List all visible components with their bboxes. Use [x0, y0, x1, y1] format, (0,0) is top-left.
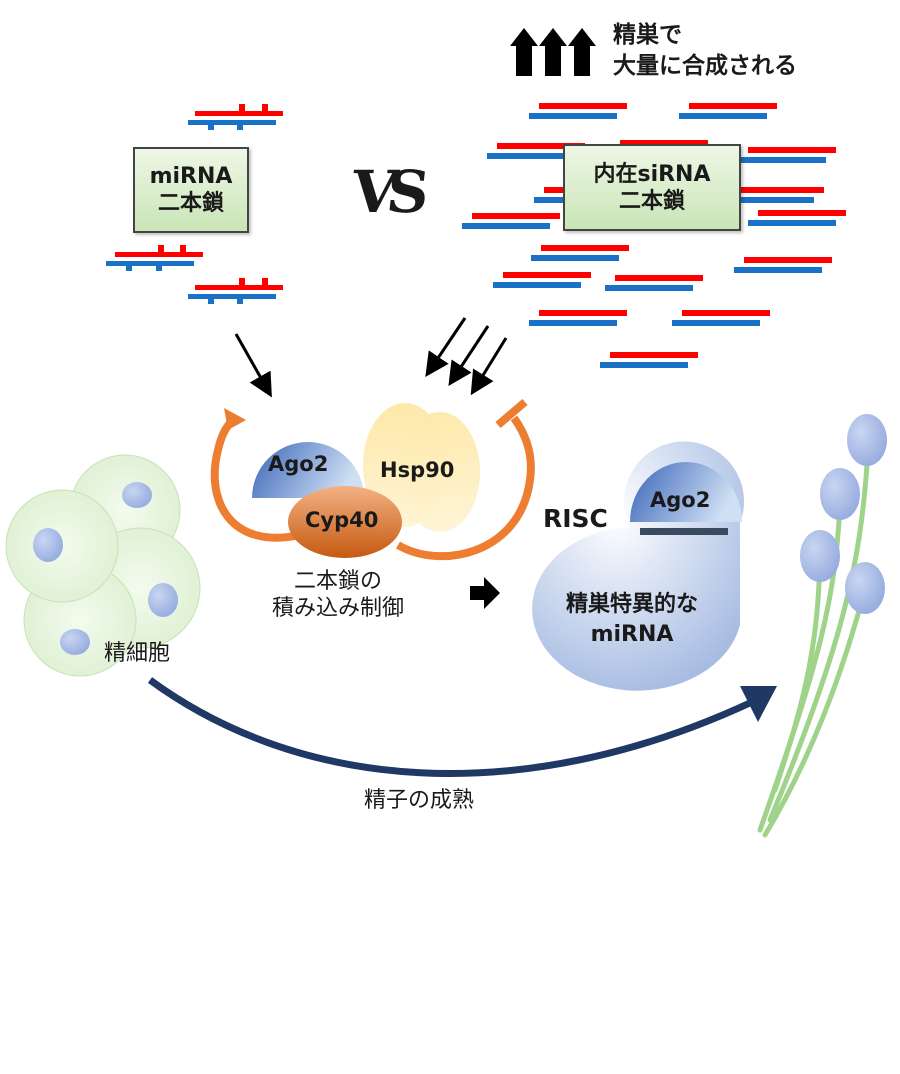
spermatocyte-label: 精細胞: [104, 641, 171, 666]
sirna-antisense-strand: [462, 223, 550, 229]
sirna-sense-strand: [744, 257, 832, 263]
top-note-line1: 精巣で: [613, 22, 682, 48]
sirna-sense-strand: [503, 272, 591, 278]
sirna-sense-strand: [736, 187, 824, 193]
sperm-head: [800, 530, 840, 582]
maturation-arrowhead-icon: [740, 686, 777, 722]
testis-specific-mirna-label: 精巣特異的な miRNA: [532, 590, 732, 650]
sperm-group: [757, 414, 887, 838]
sirna-antisense-strand: [738, 157, 826, 163]
risc-ago2: [630, 462, 742, 522]
risc-line1: 精巣特異的な: [565, 592, 698, 617]
hsp90-label: Hsp90: [380, 458, 455, 482]
sirna-sense-strand: [610, 352, 698, 358]
sirna-duplex-group: [462, 103, 846, 368]
risc-label: RISC: [543, 504, 608, 533]
guide-strand: [640, 528, 728, 535]
sirna-antisense-strand: [679, 113, 767, 119]
ago2-protein: [252, 442, 364, 498]
sirna-sense-strand: [615, 275, 703, 281]
sirna-antisense-strand: [600, 362, 688, 368]
risc-line2: miRNA: [590, 622, 674, 647]
sirna-antisense-strand: [672, 320, 760, 326]
sirna-antisense-strand: [748, 220, 836, 226]
loading-control-label: 二本鎖の 積み込み制御: [248, 568, 428, 622]
sirna-antisense-strand: [726, 197, 814, 203]
sperm-head: [847, 414, 887, 466]
sirna-sense-strand: [539, 103, 627, 109]
promote-arrowhead-icon: [224, 408, 246, 430]
sirna-antisense-strand: [605, 285, 693, 291]
inhibit-bar-icon: [495, 398, 528, 429]
up-arrow-icon: [510, 28, 538, 76]
right-arrow-icon: [470, 577, 500, 609]
sirna-sense-strand: [758, 210, 846, 216]
mirna-box-line2: 二本鎖: [157, 191, 224, 216]
promote-loop-arrow: [210, 415, 301, 542]
sirna-antisense-strand: [734, 267, 822, 273]
hsp90-protein-b: [400, 412, 480, 532]
sirna-sense-strand: [541, 245, 629, 251]
sperm-head: [845, 562, 885, 614]
sirna-box-line2: 二本鎖: [618, 188, 685, 214]
loading-label-line1: 二本鎖の: [293, 569, 382, 594]
sirna-sense-strand: [682, 310, 770, 316]
mirna-duplex: [188, 104, 283, 130]
up-arrow-icon: [568, 28, 596, 76]
sirna-box-line1: 内在siRNA: [593, 161, 711, 187]
risc-ago2-label: Ago2: [650, 488, 711, 512]
cyp40-label: Cyp40: [305, 508, 379, 532]
maturation-arrow: [147, 677, 754, 777]
sirna-antisense-strand: [529, 113, 617, 119]
maturation-label: 精子の成熟: [364, 788, 475, 813]
sperm-head: [820, 468, 860, 520]
sirna-antisense-strand: [531, 255, 619, 261]
sirna-sense-strand: [689, 103, 777, 109]
sirna-duplex-box: 内在siRNA 二本鎖: [563, 144, 741, 231]
triple-up-arrow-icon: [510, 28, 596, 76]
cyp40-protein: [288, 486, 402, 558]
sirna-sense-strand: [620, 140, 708, 146]
mirna-box-line1: miRNA: [149, 164, 233, 189]
top-note-line2: 大量に合成される: [613, 53, 797, 79]
inhibit-loop-arrow: [395, 415, 535, 561]
sirna-antisense-strand: [529, 320, 617, 326]
sirna-sense-strand: [539, 310, 627, 316]
up-arrow-icon: [539, 28, 567, 76]
ago2-label: Ago2: [268, 452, 329, 476]
spermatocyte-cluster: [5, 454, 201, 677]
mirna-duplex: [188, 278, 283, 304]
sirna-sense-strand: [497, 143, 585, 149]
sirna-antisense-strand: [487, 153, 575, 159]
mirna-duplex-box: miRNA 二本鎖: [133, 147, 249, 233]
vs-label: VS: [348, 158, 423, 226]
loading-label-line2: 積み込み制御: [271, 596, 404, 621]
sirna-sense-strand: [472, 213, 560, 219]
triple-arrow-icon: [425, 317, 508, 396]
sirna-sense-strand: [748, 147, 836, 153]
mirna-duplex: [106, 245, 203, 271]
single-arrow-icon: [234, 333, 272, 398]
top-note: 精巣で 大量に合成される: [613, 20, 797, 82]
sirna-antisense-strand: [493, 282, 581, 288]
